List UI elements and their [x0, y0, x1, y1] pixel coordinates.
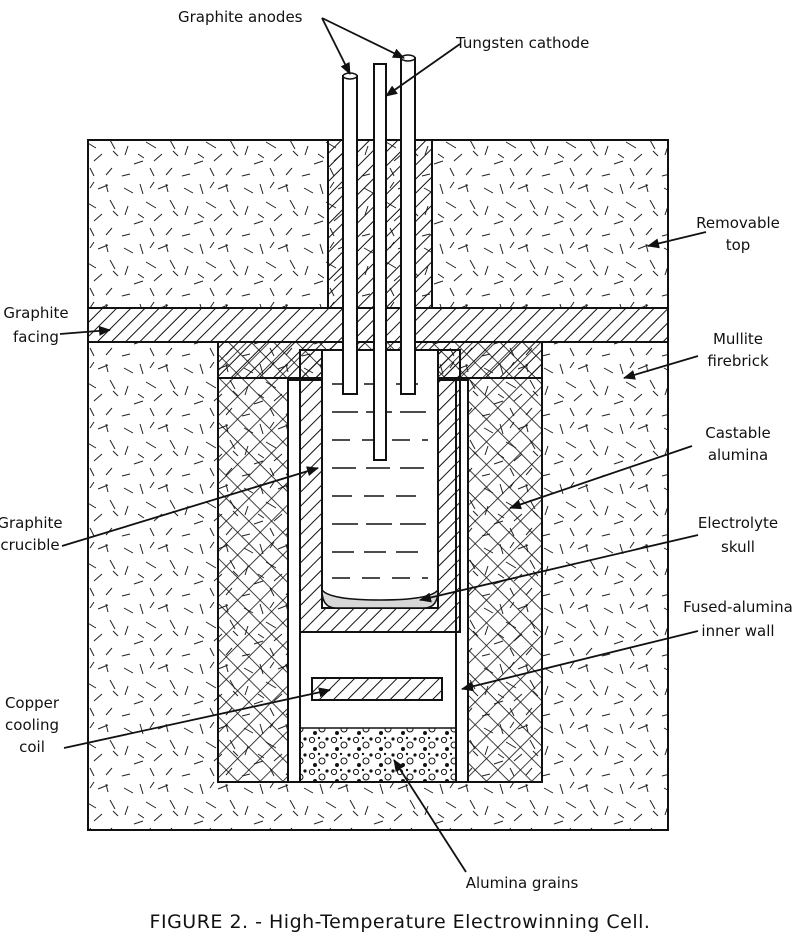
label-graphite-facing-2: facing [13, 328, 59, 346]
label-mullite-firebrick-1: Mullite [713, 330, 763, 348]
label-graphite-crucible-1: Graphite [0, 514, 63, 532]
crucible-cavity [321, 349, 439, 609]
label-alumina-grains: Alumina grains [466, 874, 579, 892]
label-graphite-facing-1: Graphite [3, 304, 68, 322]
leader-lines [59, 17, 707, 873]
label-removable-top-2: top [726, 236, 751, 254]
label-removable-top-1: Removable [696, 214, 780, 232]
label-castable-alumina-2: alumina [708, 446, 768, 464]
label-mullite-firebrick-2: firebrick [707, 352, 769, 370]
graphite-anode-right [400, 57, 416, 395]
graphite-anode-left [342, 75, 358, 395]
label-tungsten-cathode: Tungsten cathode [455, 34, 589, 52]
label-copper-cooling-3: coil [19, 738, 45, 756]
figure-caption: FIGURE 2. - High-Temperature Electrowinn… [150, 911, 651, 933]
electrolyte-skull [321, 587, 439, 609]
label-copper-cooling-2: cooling [5, 716, 59, 734]
label-graphite-anodes: Graphite anodes [178, 8, 303, 26]
label-fused-alumina-1: Fused-alumina [683, 598, 793, 616]
label-castable-alumina-1: Castable [705, 424, 770, 442]
label-graphite-crucible-2: crucible [0, 536, 59, 554]
label-electrolyte-skull-2: skull [721, 538, 755, 556]
label-copper-cooling-1: Copper [5, 694, 60, 712]
alumina-grains-bed [299, 727, 457, 783]
copper-cooling-coil [311, 677, 443, 701]
label-fused-alumina-2: inner wall [701, 622, 774, 640]
label-electrolyte-skull-1: Electrolyte [698, 514, 778, 532]
tungsten-cathode [373, 63, 387, 461]
